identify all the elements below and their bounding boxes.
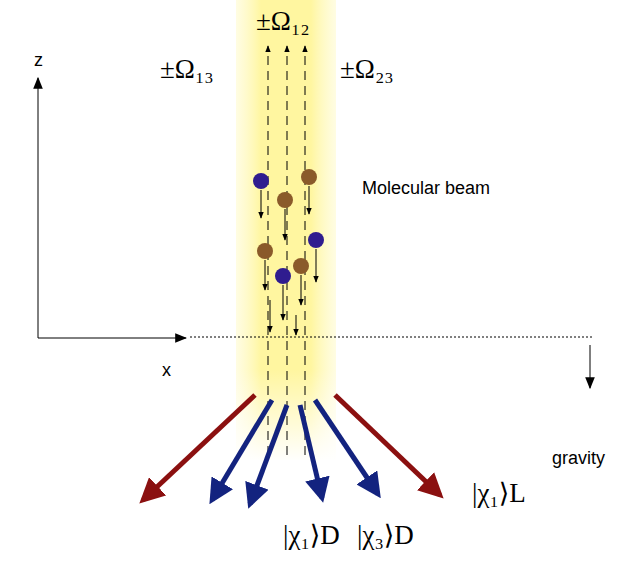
beam-name: Molecular beam (362, 178, 490, 199)
blue-beam (250, 405, 287, 504)
velocity-arrow (285, 209, 286, 240)
velocity-arrow (265, 260, 266, 290)
molecule (277, 192, 293, 208)
molecule (253, 173, 269, 189)
laser-line (305, 46, 306, 455)
blue-beam (300, 405, 322, 498)
velocity-arrow (301, 275, 302, 305)
gravity-label: gravity (552, 448, 605, 469)
molecule (293, 258, 309, 274)
velocity-arrows (261, 186, 316, 335)
velocity-arrow (309, 186, 310, 214)
z-axis (38, 78, 39, 338)
beam-label: ±Ω₁₂ (256, 6, 310, 37)
blue-beam (212, 400, 272, 500)
velocity-arrow (283, 285, 284, 320)
velocity-arrow (261, 190, 262, 218)
dotted-level (190, 337, 592, 338)
laser-line (287, 46, 288, 455)
velocity-arrow (316, 249, 317, 282)
state-label: |χ₃⟩D (357, 520, 414, 551)
output-beams (143, 395, 440, 504)
molecule (301, 169, 317, 185)
axis-label: x (162, 360, 171, 381)
beam-label: ±Ω₁₃ (160, 54, 214, 85)
velocity-arrow (296, 315, 297, 335)
axes (38, 78, 592, 388)
gravity-arrow (590, 345, 591, 388)
molecule (275, 268, 291, 284)
state-label: |χ₁⟩D (283, 520, 340, 551)
state-label: |χ₁⟩L (472, 478, 526, 509)
molecules (253, 169, 324, 284)
molecule (308, 232, 324, 248)
blue-beam (315, 400, 378, 494)
velocity-arrow (270, 300, 271, 332)
beam-label: ±Ω₂₃ (340, 54, 394, 85)
axis-label: z (34, 50, 43, 71)
red-beam (143, 395, 255, 500)
laser-lines (268, 46, 305, 455)
x-axis (38, 338, 186, 339)
molecule (257, 243, 273, 259)
red-beam (335, 395, 440, 495)
